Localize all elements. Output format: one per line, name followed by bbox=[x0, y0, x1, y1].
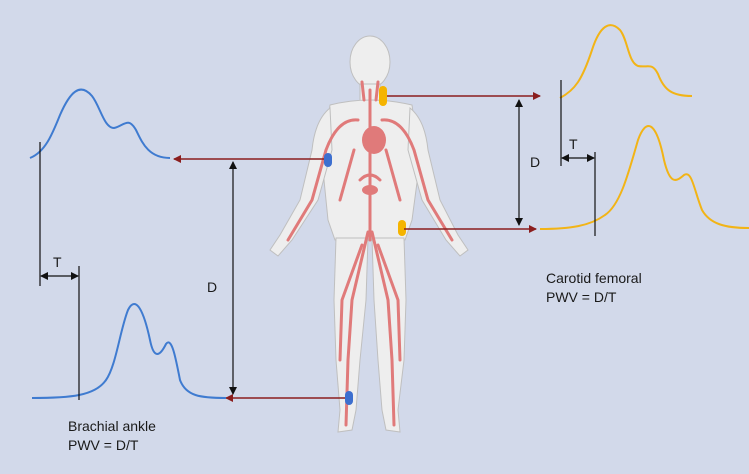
ankle-sensor-icon bbox=[345, 391, 353, 405]
left-interval-T-label: T bbox=[53, 254, 62, 270]
carotid-waveform bbox=[560, 25, 692, 98]
left-distance-D-label: D bbox=[207, 279, 217, 295]
carotid-sensor-icon bbox=[379, 86, 387, 106]
right-interval-T-label: T bbox=[569, 136, 578, 152]
ankle-waveform bbox=[32, 304, 226, 398]
brachial-ankle-formula: PWV = D/T bbox=[68, 437, 139, 453]
brachial-waveform bbox=[30, 90, 170, 158]
brachial-ankle-title: Brachial ankle bbox=[68, 418, 156, 434]
carotid-femoral-formula: PWV = D/T bbox=[546, 289, 617, 305]
carotid-femoral-title: Carotid femoral bbox=[546, 270, 642, 286]
right-distance-D-label: D bbox=[530, 154, 540, 170]
brachial-sensor-icon bbox=[324, 153, 332, 167]
femoral-sensor-icon bbox=[398, 220, 406, 236]
